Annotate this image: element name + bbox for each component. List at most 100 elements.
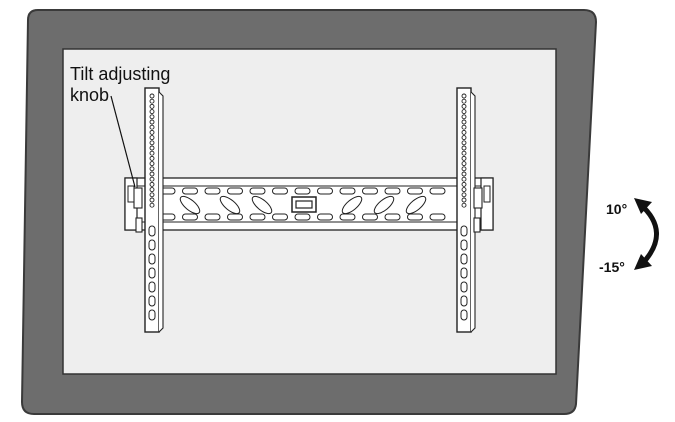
arm-hole — [149, 150, 155, 156]
arm-hole — [149, 114, 155, 120]
arm-hole — [149, 155, 155, 161]
arm-hole — [461, 171, 467, 177]
callout-label-line1: Tilt adjusting — [70, 64, 170, 84]
arm-slot — [148, 267, 156, 279]
rail-slot — [384, 187, 401, 195]
arm-hole — [149, 166, 155, 172]
arm-hole — [149, 109, 155, 115]
arm-hole — [461, 114, 467, 120]
arm-hole — [461, 202, 467, 208]
tilt-arrow-head-up — [634, 198, 652, 214]
rail-slot — [339, 213, 356, 221]
arm-hole — [149, 119, 155, 125]
arm-slot — [460, 253, 468, 265]
rail-slot — [227, 213, 243, 221]
horizontal-rail — [124, 177, 494, 231]
arm-hole — [461, 129, 467, 135]
arm-slot — [148, 253, 156, 265]
arm-hole — [461, 98, 467, 104]
arm-hole — [149, 197, 155, 203]
arm-hole — [461, 140, 467, 146]
arm-hole — [149, 135, 155, 141]
arm-hole — [461, 197, 467, 203]
arm-hole — [149, 103, 155, 109]
arm-hole — [461, 145, 467, 151]
rail-slot — [384, 213, 401, 221]
arm-hole — [149, 124, 155, 130]
left-vertical-arm — [144, 87, 164, 333]
rail-slot — [249, 213, 266, 221]
callout-leader-line — [110, 95, 136, 188]
arm-hole — [461, 124, 467, 130]
arm-hole — [461, 166, 467, 172]
arm-hole — [461, 103, 467, 109]
rail-slot — [294, 213, 311, 221]
rail-oval-cutout — [179, 195, 201, 215]
rail-slot — [182, 213, 198, 221]
rail-slot — [317, 187, 333, 195]
rail-slot — [294, 187, 311, 195]
tilt-arrow-head-down — [634, 254, 652, 270]
arm-hole — [149, 176, 155, 182]
arm-edge — [470, 91, 476, 333]
arm-hole — [461, 161, 467, 167]
arm-edge — [158, 91, 164, 333]
arm-hole — [149, 192, 155, 198]
rail-diagonal-ovals — [179, 195, 427, 215]
arm-hole — [461, 119, 467, 125]
rail-oval-cutout — [405, 195, 427, 215]
tilt-down-angle: -15° — [599, 259, 625, 275]
rail-slot — [249, 187, 266, 195]
rail-slot — [227, 187, 243, 195]
rail-slots — [159, 187, 446, 221]
arm-hole — [461, 109, 467, 115]
arm-hole — [461, 150, 467, 156]
rail-slot — [182, 187, 198, 195]
arm-hole — [461, 192, 467, 198]
arm-slot — [148, 239, 156, 251]
rail-slot — [272, 213, 288, 221]
tilt-arrow — [634, 198, 659, 270]
rail-slot — [362, 213, 378, 221]
arm-body — [456, 87, 472, 333]
rail-oval-cutout — [373, 195, 395, 215]
arm-slot — [460, 295, 468, 307]
arm-slot — [460, 239, 468, 251]
arm-hole — [461, 93, 467, 99]
arm-hole — [149, 202, 155, 208]
rail-slot — [362, 187, 378, 195]
right-vertical-arm — [456, 87, 476, 333]
rail-slot — [429, 213, 446, 221]
callout-label-line2: knob — [70, 85, 109, 105]
arm-hole — [461, 187, 467, 193]
arm-hole — [461, 135, 467, 141]
tilt-up-angle: 10° — [606, 201, 627, 217]
arm-hole — [149, 145, 155, 151]
rail-slot — [204, 213, 221, 221]
rail-slot — [204, 187, 221, 195]
rail-slot — [339, 187, 356, 195]
arm-slot — [148, 295, 156, 307]
rail-slot — [429, 187, 446, 195]
arm-hole — [149, 181, 155, 187]
rail-oval-cutout — [219, 195, 241, 215]
arm-slot — [460, 281, 468, 293]
arm-hole — [149, 129, 155, 135]
arm-slot — [148, 225, 156, 237]
rail-slot — [272, 187, 288, 195]
rail-oval-cutout — [341, 195, 363, 215]
arm-hole — [461, 181, 467, 187]
arm-hole — [149, 93, 155, 99]
arm-slot — [148, 281, 156, 293]
rail-slot — [317, 213, 333, 221]
tilt-adjusting-knob — [133, 187, 483, 233]
rail-slot — [407, 213, 423, 221]
arm-slot — [460, 267, 468, 279]
arm-hole — [149, 171, 155, 177]
arm-body — [144, 87, 160, 333]
arm-hole — [149, 161, 155, 167]
arm-hole — [149, 187, 155, 193]
arm-hole — [461, 176, 467, 182]
arm-slot — [148, 309, 156, 321]
